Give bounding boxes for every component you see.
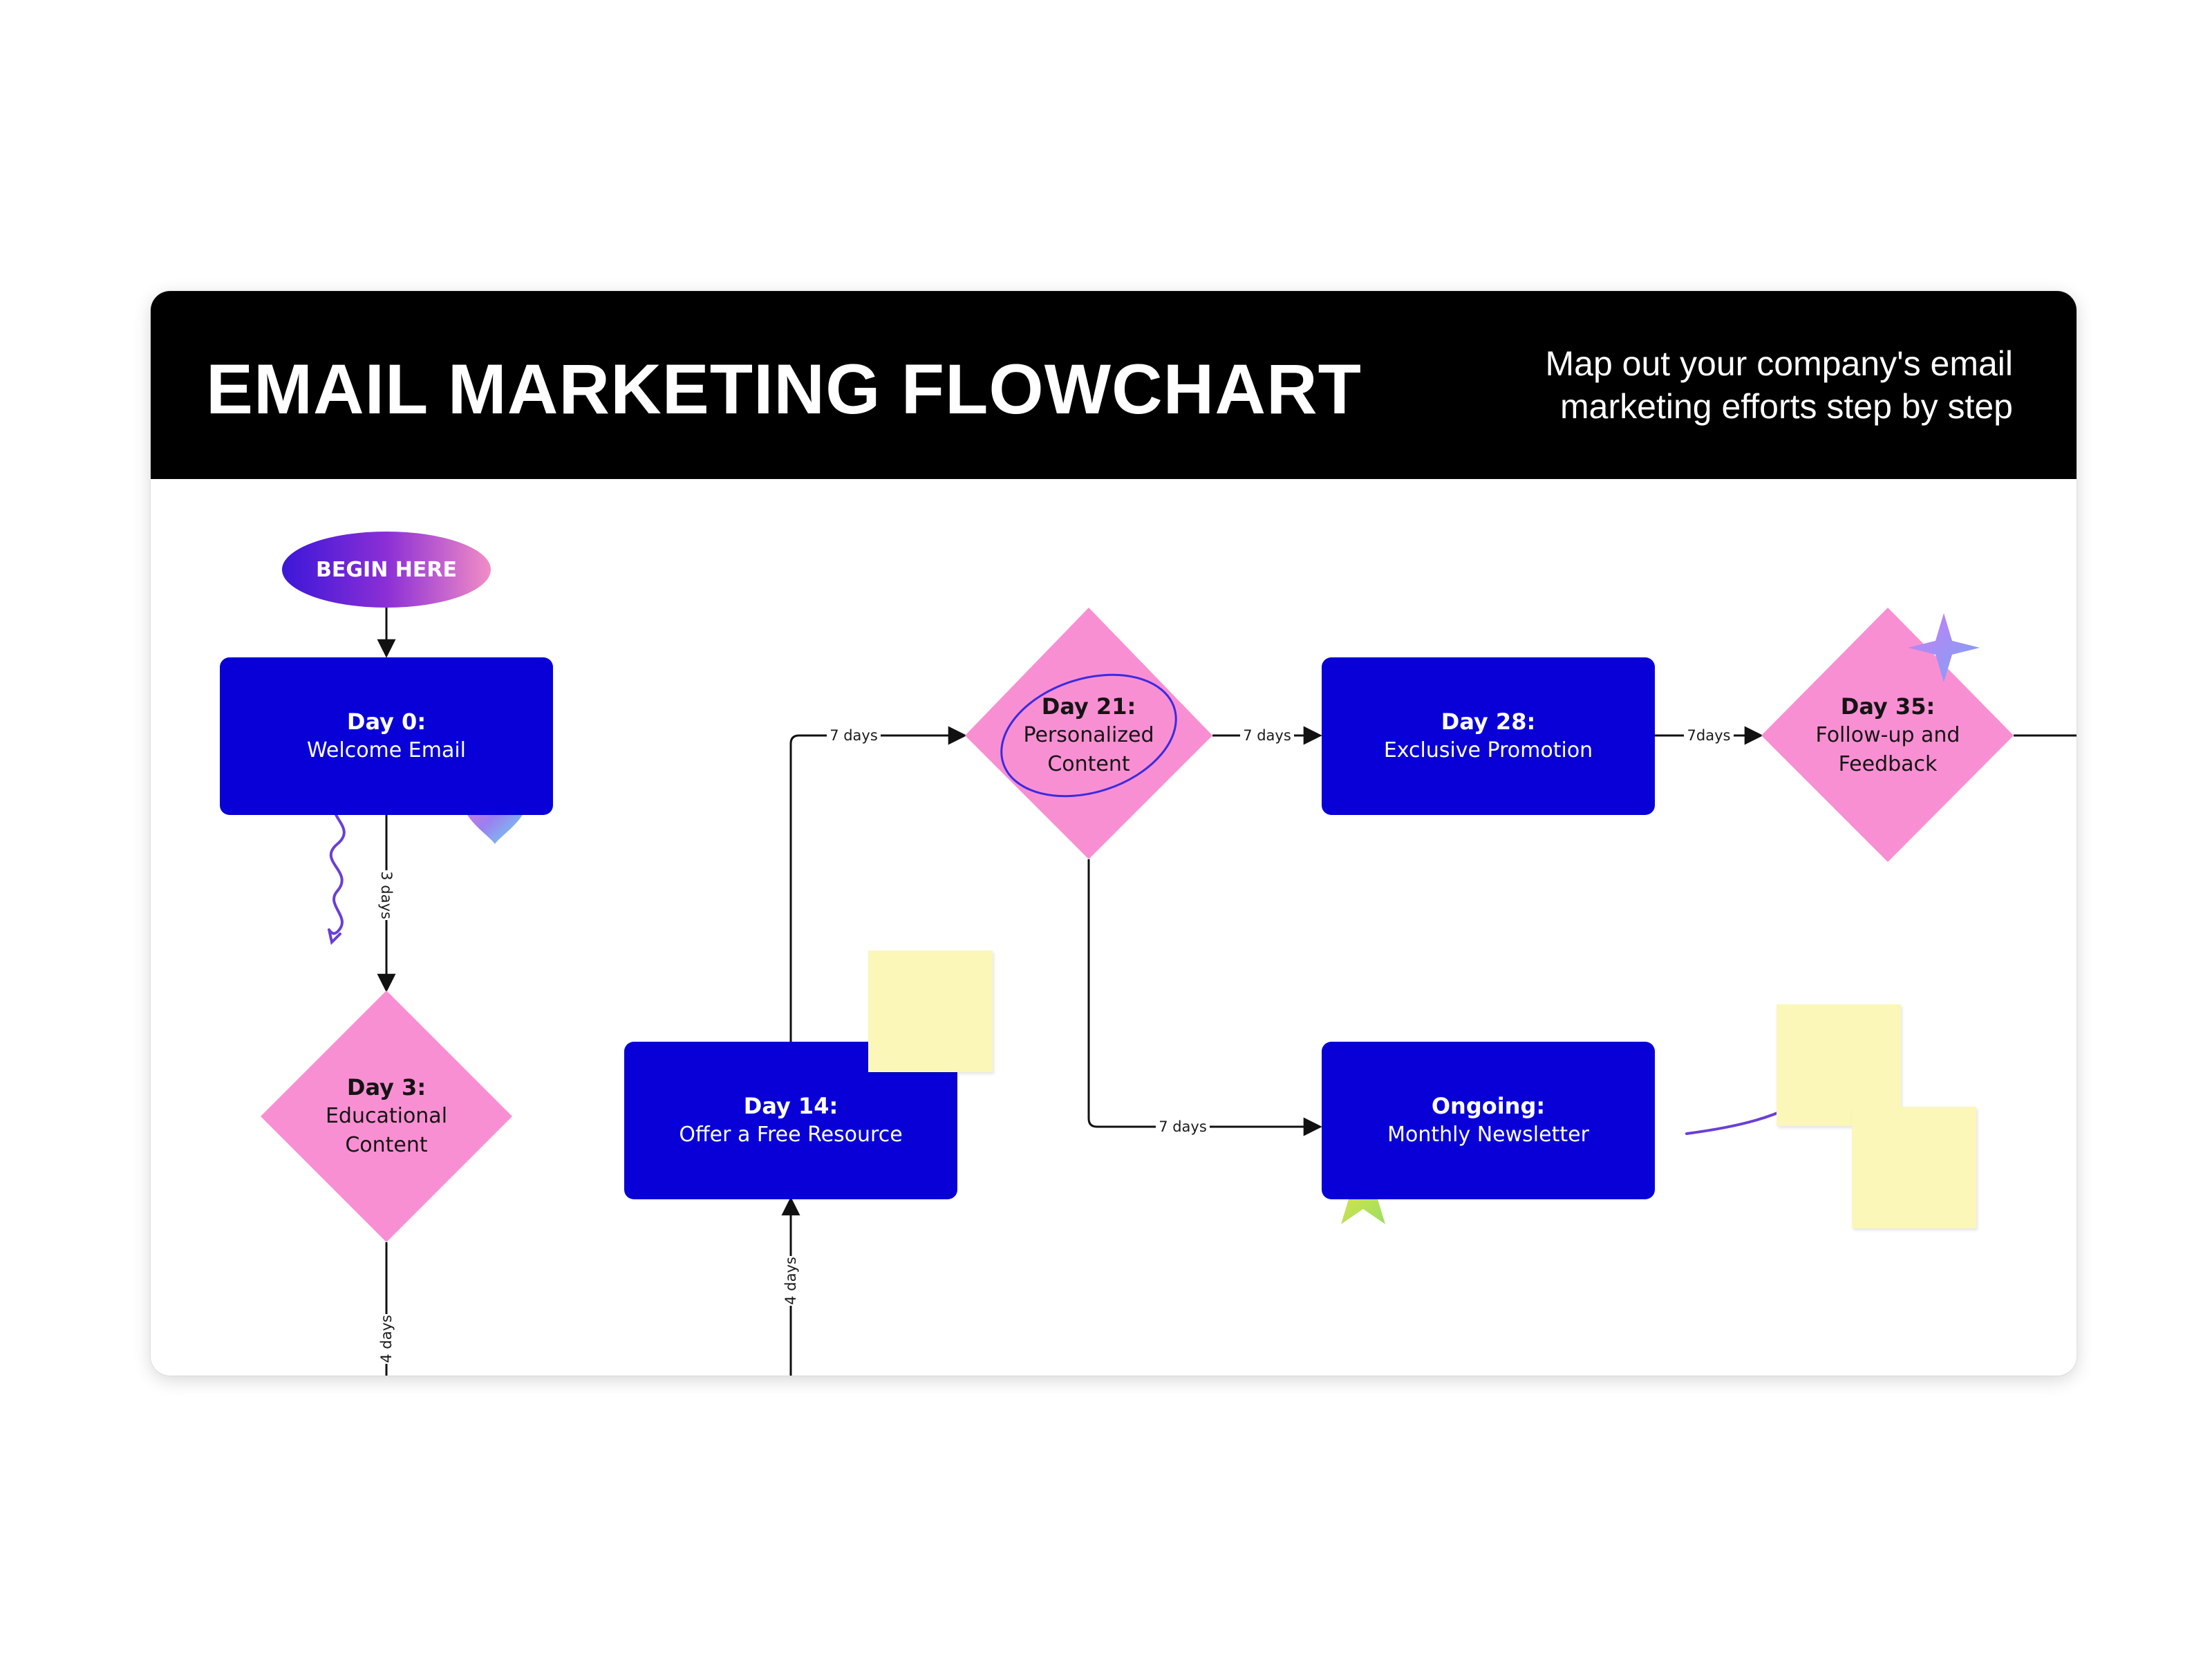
node-day0-welcome-email[interactable]: Day 0: Welcome Email xyxy=(220,657,553,815)
node-subtitle: Monthly Newsletter xyxy=(1387,1123,1589,1147)
diamond-day3[interactable] xyxy=(261,991,512,1242)
node-title: Day 0: xyxy=(346,709,427,735)
node-subtitle: Welcome Email xyxy=(307,738,466,762)
sticky-note[interactable] xyxy=(868,950,993,1072)
node-subtitle: Follow-up and Feedback xyxy=(1815,723,1960,776)
edge-label-day21-day28: 7 days xyxy=(1243,727,1291,744)
node-ongoing-newsletter[interactable]: Ongoing: Monthly Newsletter xyxy=(1322,1042,1655,1199)
node-day3-educational-content: Day 3: Educational Content xyxy=(290,1068,483,1165)
board-header: EMAIL MARKETING FLOWCHART Map out your c… xyxy=(151,291,2077,479)
edge-label-day28-day35: 7days xyxy=(1687,727,1731,744)
squiggle-decoration xyxy=(328,793,346,945)
sticky-note[interactable] xyxy=(1852,1107,1976,1228)
board-subtitle: Map out your company's email marketing e… xyxy=(1545,344,2013,426)
connector-day14-to-day21 xyxy=(789,726,967,1042)
node-subtitle: Educational Content xyxy=(325,1104,448,1157)
node-day28-exclusive-promotion[interactable]: Day 28: Exclusive Promotion xyxy=(1322,657,1655,815)
sticky-note[interactable] xyxy=(1777,1004,1901,1126)
node-subtitle: Personalized Content xyxy=(1023,723,1154,776)
node-day35-follow-up: Day 35: Follow-up and Feedback xyxy=(1791,687,1985,784)
node-subtitle: Offer a Free Resource xyxy=(679,1123,903,1147)
edge-label-up-day14: 4 days xyxy=(782,1257,799,1305)
diamond-day21[interactable] xyxy=(965,608,1212,859)
edge-label-day21-ongoing: 7 days xyxy=(1159,1118,1207,1135)
edge-label-day14-day21: 7 days xyxy=(830,727,878,744)
node-day21-personalized-content: Day 21: Personalized Content xyxy=(992,687,1185,784)
board-title: EMAIL MARKETING FLOWCHART xyxy=(206,350,1362,429)
begin-here-terminator[interactable]: BEGIN HERE xyxy=(282,532,491,608)
node-title: Day 14: xyxy=(743,1093,838,1119)
node-title: Day 28: xyxy=(1441,709,1536,735)
node-subtitle: Exclusive Promotion xyxy=(1383,738,1593,762)
sparkle-icon xyxy=(1908,613,1980,682)
connector-day21-to-ongoing xyxy=(1087,859,1322,1136)
node-title: Day 21: xyxy=(1041,693,1136,720)
edge-label-day0-day3: 3 days xyxy=(378,871,395,919)
flowchart-canvas: 3 days 4 days 4 days 7 days 7 days 7days… xyxy=(261,608,2077,1376)
flowchart-board: EMAIL MARKETING FLOWCHART Map out your c… xyxy=(151,291,2077,1376)
edge-label-day3-down: 4 days xyxy=(378,1315,395,1363)
node-title: Ongoing: xyxy=(1431,1093,1546,1119)
diamond-day35[interactable] xyxy=(1761,608,2014,862)
node-title: Day 35: xyxy=(1840,693,1936,720)
circle-scribble xyxy=(1000,673,1177,798)
node-title: Day 3: xyxy=(346,1074,427,1100)
